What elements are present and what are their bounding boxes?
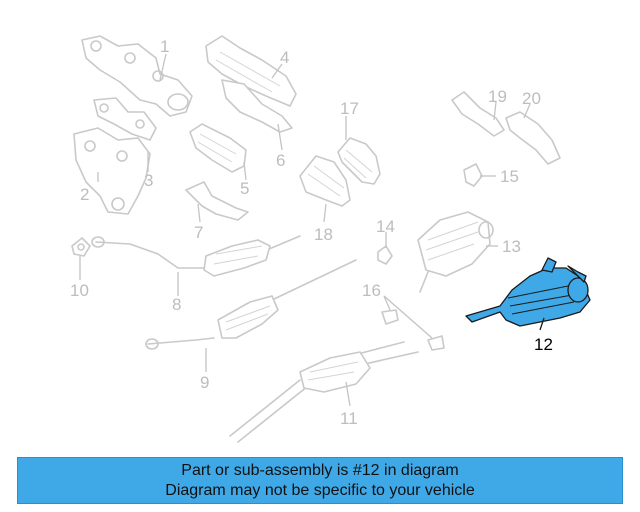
part-17-heat-shield[interactable] <box>337 137 381 185</box>
callout-11: 11 <box>340 409 358 428</box>
part-19-bracket[interactable] <box>451 91 505 137</box>
callout-10: 10 <box>70 281 89 300</box>
part-2-manifold[interactable] <box>73 127 151 215</box>
part-3-gasket[interactable] <box>93 97 157 141</box>
part-20-bracket[interactable] <box>505 111 561 165</box>
part-10-gasket[interactable] <box>71 237 91 257</box>
part-15-hanger[interactable] <box>463 163 483 187</box>
callout-20: 20 <box>522 89 541 108</box>
info-banner: Part or sub-assembly is #12 in diagram D… <box>17 457 623 504</box>
callout-15: 15 <box>500 167 519 186</box>
part-16-clamps[interactable] <box>381 295 445 351</box>
callout-13: 13 <box>502 237 521 256</box>
callout-17: 17 <box>340 99 359 118</box>
part-8-front-pipe[interactable] <box>91 235 301 277</box>
part-9-intermediate-pipe[interactable] <box>145 259 357 350</box>
callout-7: 7 <box>194 223 203 242</box>
callout-18: 18 <box>314 225 333 244</box>
callout-9: 9 <box>200 373 209 392</box>
callout-6: 6 <box>276 151 285 170</box>
callout-14: 14 <box>376 217 395 236</box>
callout-16: 16 <box>362 281 381 300</box>
part-18-heat-shield[interactable] <box>299 155 351 207</box>
part-11-y-pipe[interactable] <box>229 341 419 443</box>
part-13-rear-muffler[interactable] <box>417 211 494 293</box>
part-4-heat-shield[interactable] <box>205 35 297 107</box>
exhaust-parts-diagram: 1 2 3 4 5 6 7 8 9 10 11 12 13 14 15 16 1… <box>70 35 591 443</box>
banner-line-2: Diagram may not be specific to your vehi… <box>165 482 475 499</box>
leader-lines <box>79 53 545 407</box>
part-1-exhaust-manifold[interactable] <box>81 35 193 117</box>
part-12-muffler-highlighted[interactable] <box>465 257 591 327</box>
callout-labels: 1 2 3 4 5 6 7 8 9 10 11 12 13 14 15 16 1… <box>70 37 553 428</box>
part-6-gasket[interactable] <box>221 79 293 133</box>
callout-1: 1 <box>160 37 169 56</box>
callout-12: 12 <box>534 335 553 354</box>
part-7-bracket[interactable] <box>185 181 249 221</box>
callout-19: 19 <box>488 87 507 106</box>
callout-4: 4 <box>280 48 289 67</box>
callout-5: 5 <box>240 179 249 198</box>
callout-2: 2 <box>80 185 89 204</box>
banner-line-1: Part or sub-assembly is #12 in diagram <box>181 462 459 479</box>
part-14-clamp[interactable] <box>377 245 393 265</box>
part-5-shield[interactable] <box>189 123 247 173</box>
callout-8: 8 <box>172 295 181 314</box>
callout-3: 3 <box>144 171 153 190</box>
